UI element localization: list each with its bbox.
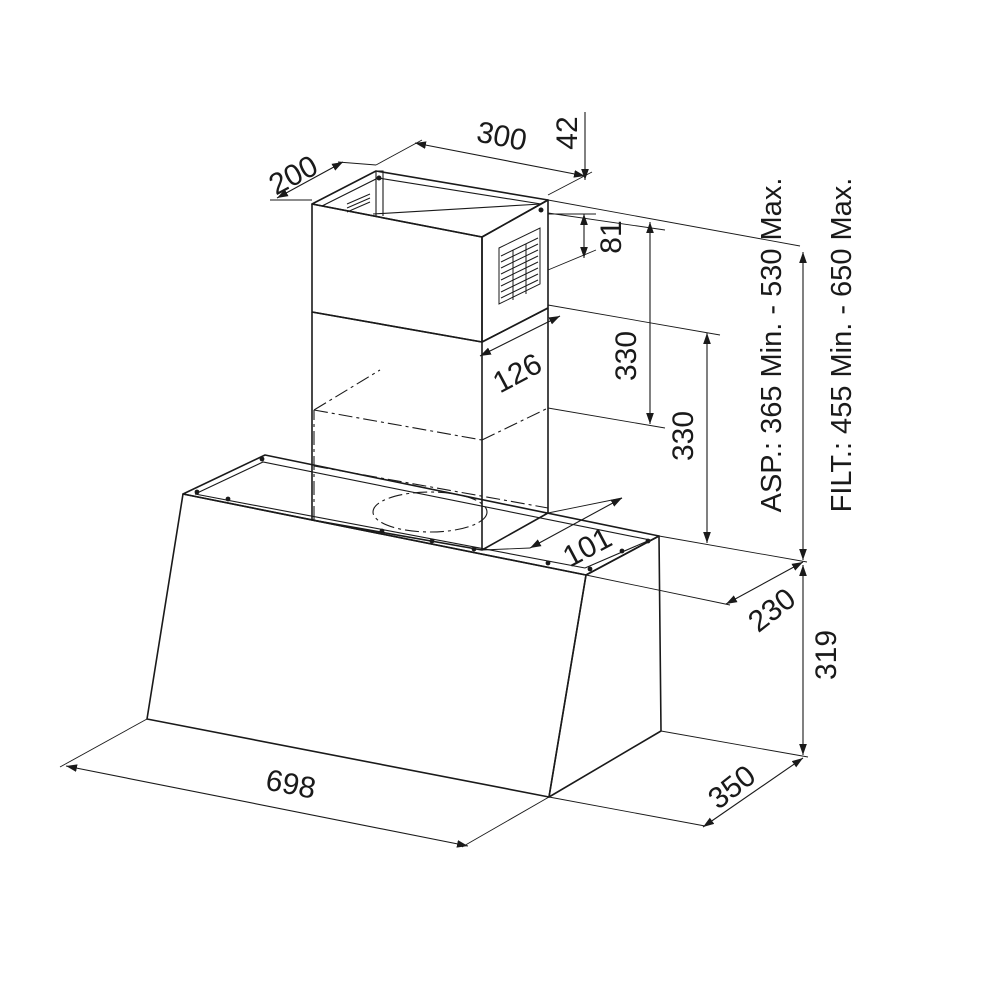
label-asp-range: ASP.: 365 Min. - 530 Max. (756, 178, 788, 513)
dim-line-350 (702, 757, 804, 828)
lower-chimney (311, 312, 483, 551)
dim-line-230 (725, 561, 804, 605)
label-126: 126 (488, 347, 548, 400)
extension-lines (59, 139, 809, 848)
label-42: 42 (551, 116, 584, 149)
vent-grille (498, 227, 541, 305)
canopy-side-face (548, 535, 662, 798)
canopy-top-rim (194, 461, 652, 569)
label-filt-range: FILT.: 455 Min. - 650 Max. (826, 178, 858, 513)
label-350: 350 (702, 759, 762, 816)
label-698: 698 (263, 764, 318, 806)
label-200: 200 (264, 149, 324, 202)
label-81: 81 (595, 220, 628, 253)
exhaust-outlet (372, 491, 488, 533)
label-330-upper: 330 (610, 331, 643, 381)
dim-line-200 (276, 161, 344, 199)
dim-line-300 (414, 141, 586, 178)
label-319: 319 (810, 630, 843, 680)
canopy (146, 454, 662, 798)
dim-line-698 (65, 764, 469, 848)
inner-vent-slots (346, 193, 371, 213)
label-101: 101 (558, 521, 618, 574)
upper-chimney-front (311, 203, 483, 343)
label-330-lower: 330 (667, 411, 700, 461)
dim-line-101 (529, 497, 623, 549)
dimension-labels: 200 300 42 81 330 330 126 101 230 319 69… (263, 116, 858, 816)
dim-line-126 (479, 315, 561, 357)
dimension-lines (65, 112, 807, 848)
canopy-front-face (146, 493, 587, 798)
upper-chimney-side (481, 199, 549, 343)
label-300: 300 (474, 116, 529, 158)
